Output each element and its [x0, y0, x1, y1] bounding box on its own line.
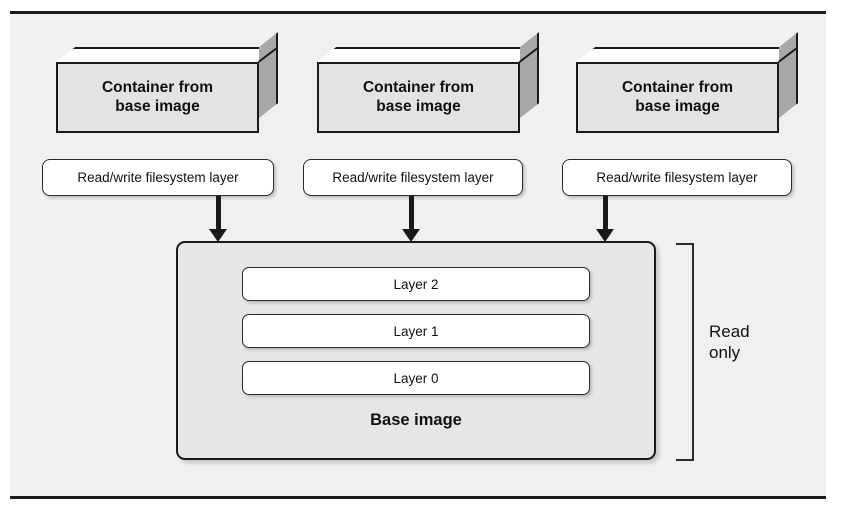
- cube-side-face: [520, 32, 539, 118]
- arrow-down-3: [596, 196, 614, 242]
- container-cube-3: Container from base image: [576, 32, 799, 133]
- cube-top-face: [317, 47, 540, 62]
- container-cube-label-2: Container from base image: [317, 62, 520, 133]
- layer-box-0: Layer 0: [242, 361, 590, 395]
- container-cube-1: Container from base image: [56, 32, 279, 133]
- bottom-rule: [10, 496, 826, 499]
- cube-top-face: [576, 47, 799, 62]
- base-image-box: Layer 2 Layer 1 Layer 0 Base image: [176, 241, 656, 460]
- cube-top-face: [56, 47, 279, 62]
- bracket-tick-bottom: [676, 459, 694, 461]
- read-only-label: Read only: [709, 322, 750, 363]
- cube-side-face: [259, 32, 278, 118]
- container-cube-label-1: Container from base image: [56, 62, 259, 133]
- rw-filesystem-layer-box-1: Read/write filesystem layer: [42, 159, 274, 196]
- rw-filesystem-layer-box-3: Read/write filesystem layer: [562, 159, 792, 196]
- layer-box-2: Layer 2: [242, 267, 590, 301]
- base-image-title: Base image: [370, 411, 462, 429]
- bracket-vertical: [692, 243, 694, 461]
- container-cube-label-3: Container from base image: [576, 62, 779, 133]
- layer-box-1: Layer 1: [242, 314, 590, 348]
- top-rule: [10, 11, 826, 14]
- bracket-tick-top: [676, 243, 694, 245]
- cube-side-face: [779, 32, 798, 118]
- arrow-down-1: [209, 196, 227, 242]
- container-cube-2: Container from base image: [317, 32, 540, 133]
- rw-filesystem-layer-box-2: Read/write filesystem layer: [303, 159, 523, 196]
- arrow-down-2: [402, 196, 420, 242]
- read-only-bracket-icon: [676, 243, 694, 461]
